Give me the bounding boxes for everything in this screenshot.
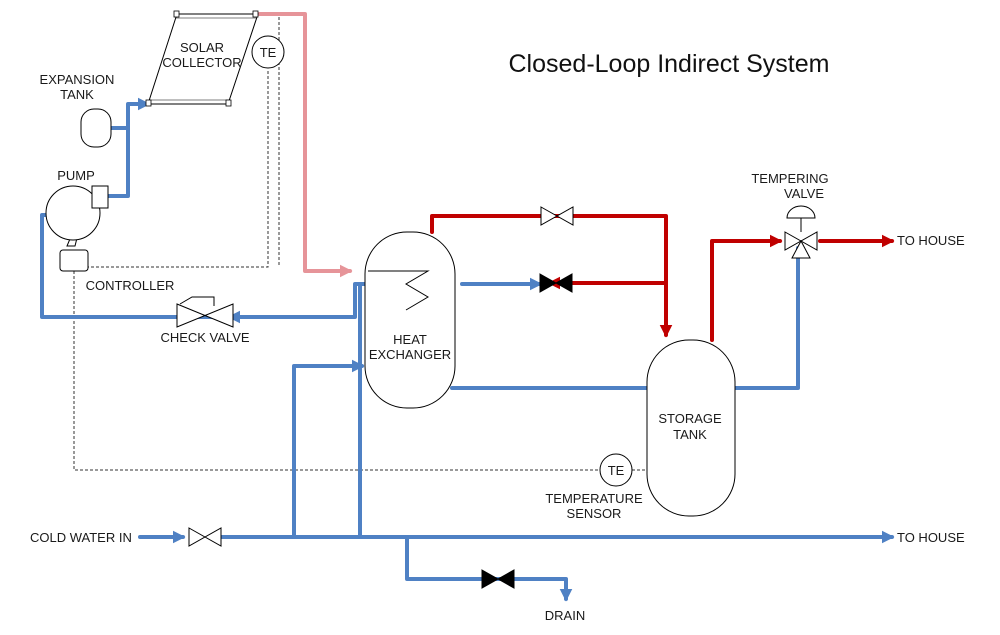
page-title: Closed-Loop Indirect System xyxy=(509,50,830,78)
cold-to-exchanger-pipe xyxy=(292,359,365,539)
pump: PUMP xyxy=(45,168,109,247)
signal-line-tank-sensor xyxy=(73,271,600,471)
temperature-sensor-label-line-2: SENSOR xyxy=(567,506,622,521)
recirculation-valve xyxy=(539,273,573,293)
solar-collector-label-line-1: SOLAR xyxy=(180,40,224,55)
controller-box xyxy=(59,249,89,272)
hot-line-valve xyxy=(540,206,574,226)
pump-label: PUMP xyxy=(57,168,95,183)
controller: CONTROLLER xyxy=(59,249,175,293)
check-valve-body xyxy=(176,303,234,328)
check-valve-label: CHECK VALVE xyxy=(160,330,249,345)
storage-tank-label-line-1: STORAGE xyxy=(658,411,722,426)
storage-tank-label-line-2: TANK xyxy=(673,427,707,442)
pump-casing xyxy=(45,185,101,241)
temperature-sensor: TE TEMPERATURE SENSOR xyxy=(545,453,643,521)
heat-exchanger-coil xyxy=(368,270,430,311)
expansion-tank-label-line-1: EXPANSION xyxy=(40,72,115,87)
te-collector-label: TE xyxy=(260,45,277,60)
pump-to-collector-pipe xyxy=(106,97,151,198)
cold-water-in-label: COLD WATER IN xyxy=(30,530,132,545)
cold-inlet-valve-body xyxy=(188,527,222,547)
temperature-sensor-label-line-1: TEMPERATURE xyxy=(545,491,643,506)
heat-exchanger: HEAT EXCHANGER xyxy=(364,231,456,409)
cold-inlet-valve xyxy=(188,527,222,547)
collector-outlet-pipe xyxy=(256,12,353,278)
tempering-valve: TEMPERING VALVE xyxy=(751,171,829,259)
heat-exchanger-label-line-2: EXCHANGER xyxy=(369,347,451,362)
hot-line-valve-body xyxy=(540,206,574,226)
temperature-sensor-bubble xyxy=(599,453,633,487)
expansion-tank-vessel xyxy=(80,108,112,148)
te-tank-label: TE xyxy=(608,463,625,478)
tempering-valve-third-port xyxy=(791,239,811,259)
expansion-tank: EXPANSION TANK xyxy=(40,72,115,148)
tempering-valve-label-line-2: VALVE xyxy=(784,186,824,201)
signal-line-collector-controller xyxy=(88,71,269,268)
drain-label: DRAIN xyxy=(545,608,585,623)
controller-label: CONTROLLER xyxy=(86,278,175,293)
check-valve: CHECK VALVE xyxy=(160,296,250,345)
solar-collector-label-line-2: COLLECTOR xyxy=(162,55,241,70)
recirculation-valve-body xyxy=(539,273,573,293)
tempering-valve-label-line-1: TEMPERING xyxy=(751,171,828,186)
tempering-valve-actuator xyxy=(786,205,816,219)
storage-tank: STORAGE TANK xyxy=(646,339,736,517)
tank-to-tempering-valve-pipe xyxy=(710,234,783,342)
collector-temperature-element: TE xyxy=(251,35,285,69)
storage-tank-vessel xyxy=(646,339,736,517)
heat-exchanger-label-line-1: HEAT xyxy=(393,332,427,347)
exchanger-to-tempering-valve-pipe xyxy=(450,246,800,390)
drain-valve-body xyxy=(481,569,515,589)
heat-exchanger-shell xyxy=(364,231,456,409)
drain-valve xyxy=(481,569,515,589)
drain-pipe xyxy=(405,535,573,602)
to-house-hot-label: TO HOUSE xyxy=(897,233,965,248)
solar-collector: SOLAR COLLECTOR xyxy=(145,10,259,107)
to-house-cold-label: TO HOUSE xyxy=(897,530,965,545)
expansion-tank-label-line-2: TANK xyxy=(60,87,94,102)
exchanger-to-tank-hot-pipe xyxy=(430,214,673,338)
